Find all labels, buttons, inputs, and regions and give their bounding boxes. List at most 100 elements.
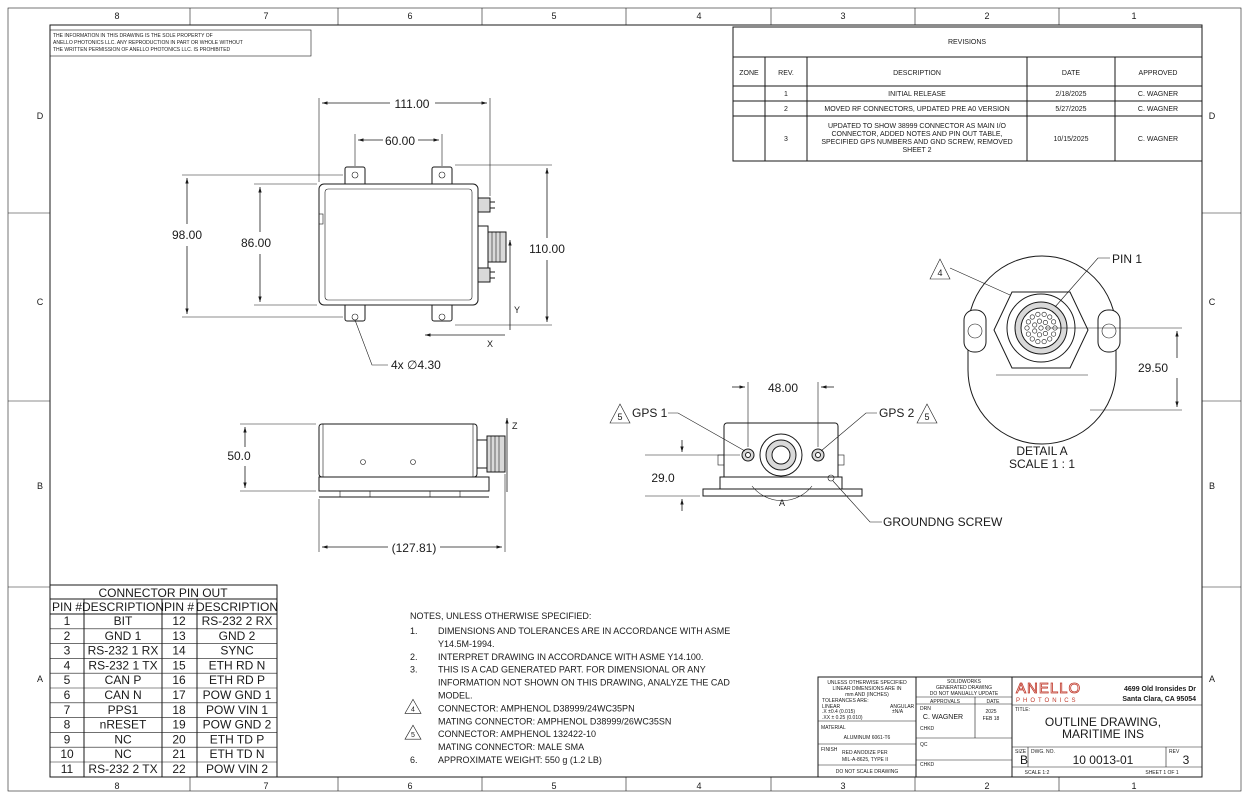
- pinout-cell: NC: [114, 747, 132, 761]
- connector-pin: [1025, 319, 1031, 325]
- note-line: CONNECTOR: AMPHENOL D38999/24WC35PN: [438, 703, 635, 713]
- rev-value: 3: [1183, 753, 1190, 767]
- revisions-title: REVISIONS: [948, 39, 986, 46]
- connector-pin: [1036, 332, 1042, 338]
- chkd-label: CHKD: [920, 762, 935, 768]
- note-flag: [609, 403, 631, 424]
- title-block: UNLESS OTHERWISE SPECIFIED LINEAR DIMENS…: [817, 676, 1203, 778]
- pinout-cell: POW GND 1: [203, 688, 272, 702]
- pinout-table: CONNECTOR PIN OUT PIN # DESCRIPTION PIN …: [49, 584, 278, 778]
- pinout-cell: 2: [64, 629, 71, 643]
- note-line: MODEL.: [438, 691, 473, 701]
- pinout-cell: RS-232 2 RX: [202, 614, 273, 628]
- solidworks-note: GENERATED DRAWING: [936, 685, 992, 691]
- connector-pin: [1042, 320, 1048, 326]
- note-line: INTERPRET DRAWING IN ACCORDANCE WITH ASM…: [438, 652, 703, 662]
- zone-label: 5: [551, 781, 556, 791]
- pinout-cell: 7: [64, 703, 71, 717]
- axis-z-label: Z: [512, 421, 518, 431]
- rev-label: REV: [1169, 749, 1180, 755]
- rev-description: CONNECTOR, ADDED NOTES AND PIN OUT TABLE…: [831, 131, 1002, 138]
- tolerance-angular: ±N/A: [892, 709, 904, 715]
- pinout-cell: 13: [172, 629, 186, 643]
- note-line: MATING CONNECTOR: MALE SMA: [438, 742, 584, 752]
- pinout-cell: ETH TD N: [209, 747, 264, 761]
- detail-a-marker: A: [779, 498, 785, 508]
- zone-label: C: [37, 297, 44, 307]
- zone-label: 2: [984, 781, 989, 791]
- note-line: Y14.5M-1994.: [438, 639, 495, 649]
- approvals-label: APPROVALS: [930, 699, 961, 705]
- drawing-title: OUTLINE DRAWING,: [1045, 715, 1161, 729]
- pinout-cell: 18: [172, 703, 186, 717]
- pinout-cell: 16: [172, 673, 186, 687]
- pinout-cell: ETH RD P: [209, 673, 265, 687]
- rev-number: 3: [784, 136, 788, 143]
- company-address: 4699 Old Ironsides Dr: [1124, 686, 1196, 693]
- connector-pin: [1025, 331, 1031, 337]
- zone-label: 1: [1131, 781, 1136, 791]
- pinout-cell: CAN P: [105, 673, 142, 687]
- connector-pin: [1032, 322, 1038, 328]
- scale-value: SCALE 1:2: [1025, 770, 1050, 776]
- pinout-cell: NC: [114, 732, 132, 746]
- hole-callout: 4x ∅4.30: [391, 358, 441, 372]
- ground-screw: [827, 474, 835, 482]
- rev-approved: C. WAGNER: [1138, 91, 1178, 98]
- connector-pin: [1032, 328, 1038, 334]
- rev-description: UPDATED TO SHOW 38999 CONNECTOR AS MAIN …: [828, 123, 1007, 130]
- dim-110: 110.00: [529, 242, 565, 256]
- pinout-cell: 6: [64, 688, 71, 702]
- zone-label: 7: [263, 11, 268, 21]
- pinout-cell: GND 2: [219, 629, 256, 643]
- rev-description: MOVED RF CONNECTORS, UPDATED PRE A0 VERS…: [824, 106, 1009, 113]
- unless-text: LINEAR DIMENSIONS ARE IN: [833, 686, 902, 692]
- pinout-header: PIN #: [164, 600, 194, 614]
- drawn-date: 2025: [985, 709, 996, 715]
- company-logo-sub: PHOTONICS: [1016, 698, 1079, 704]
- connector-pin: [1042, 330, 1048, 336]
- pinout-header: DESCRIPTION: [196, 600, 278, 614]
- linear-label: LINEAR: [822, 704, 840, 710]
- side-view: Z 50.0 (127.81): [227, 418, 518, 555]
- zone-label: B: [1209, 481, 1215, 491]
- rev-header-description: DESCRIPTION: [893, 70, 941, 77]
- pinout-cell: 22: [172, 762, 186, 776]
- zone-label: 8: [114, 781, 119, 791]
- note-line: APPROXIMATE WEIGHT: 550 g (1.2 LB): [438, 755, 602, 765]
- pinout-cell: 19: [172, 718, 186, 732]
- pinout-cell: RS-232 2 TX: [88, 762, 157, 776]
- company-logo: ANELLO: [1016, 680, 1081, 697]
- pinout-cell: PPS1: [108, 703, 139, 717]
- title-label: TITLE:: [1015, 707, 1030, 713]
- rev-description: SHEET 2: [902, 147, 931, 154]
- gps2-flag: 5: [924, 412, 929, 422]
- pinout-cell: 21: [172, 747, 186, 761]
- zone-label: 2: [984, 11, 989, 21]
- rev-header-date: DATE: [1062, 70, 1080, 77]
- note-number: 2.: [410, 652, 418, 662]
- zone-label: A: [1209, 674, 1215, 684]
- main-connector: [477, 225, 489, 269]
- zone-label: C: [1209, 297, 1216, 307]
- company-address: Santa Clara, CA 95054: [1122, 696, 1196, 703]
- dwg-number: 10 0013-01: [1073, 753, 1134, 767]
- connector-pin: [1051, 319, 1057, 325]
- rev-date: 10/15/2025: [1053, 136, 1088, 143]
- pinout-cell: ETH RD N: [209, 658, 266, 672]
- dim-48: 48.00: [768, 381, 798, 395]
- proprietary-line: THE WRITTEN PERMISSION OF ANELLO PHOTONI…: [53, 47, 231, 53]
- zone-label: 1: [1131, 11, 1136, 21]
- dim-127: (127.81): [392, 541, 437, 555]
- zone-label: 6: [407, 11, 412, 21]
- drn-label: DRN: [920, 706, 931, 712]
- rev-header-rev: REV.: [778, 70, 794, 77]
- pinout-cell: 9: [64, 732, 71, 746]
- dim-98: 98.00: [172, 228, 202, 242]
- connector-pin: [1041, 339, 1047, 345]
- side-connector: [486, 435, 506, 473]
- note-flag: [404, 698, 422, 714]
- connector-pin: [1051, 331, 1057, 337]
